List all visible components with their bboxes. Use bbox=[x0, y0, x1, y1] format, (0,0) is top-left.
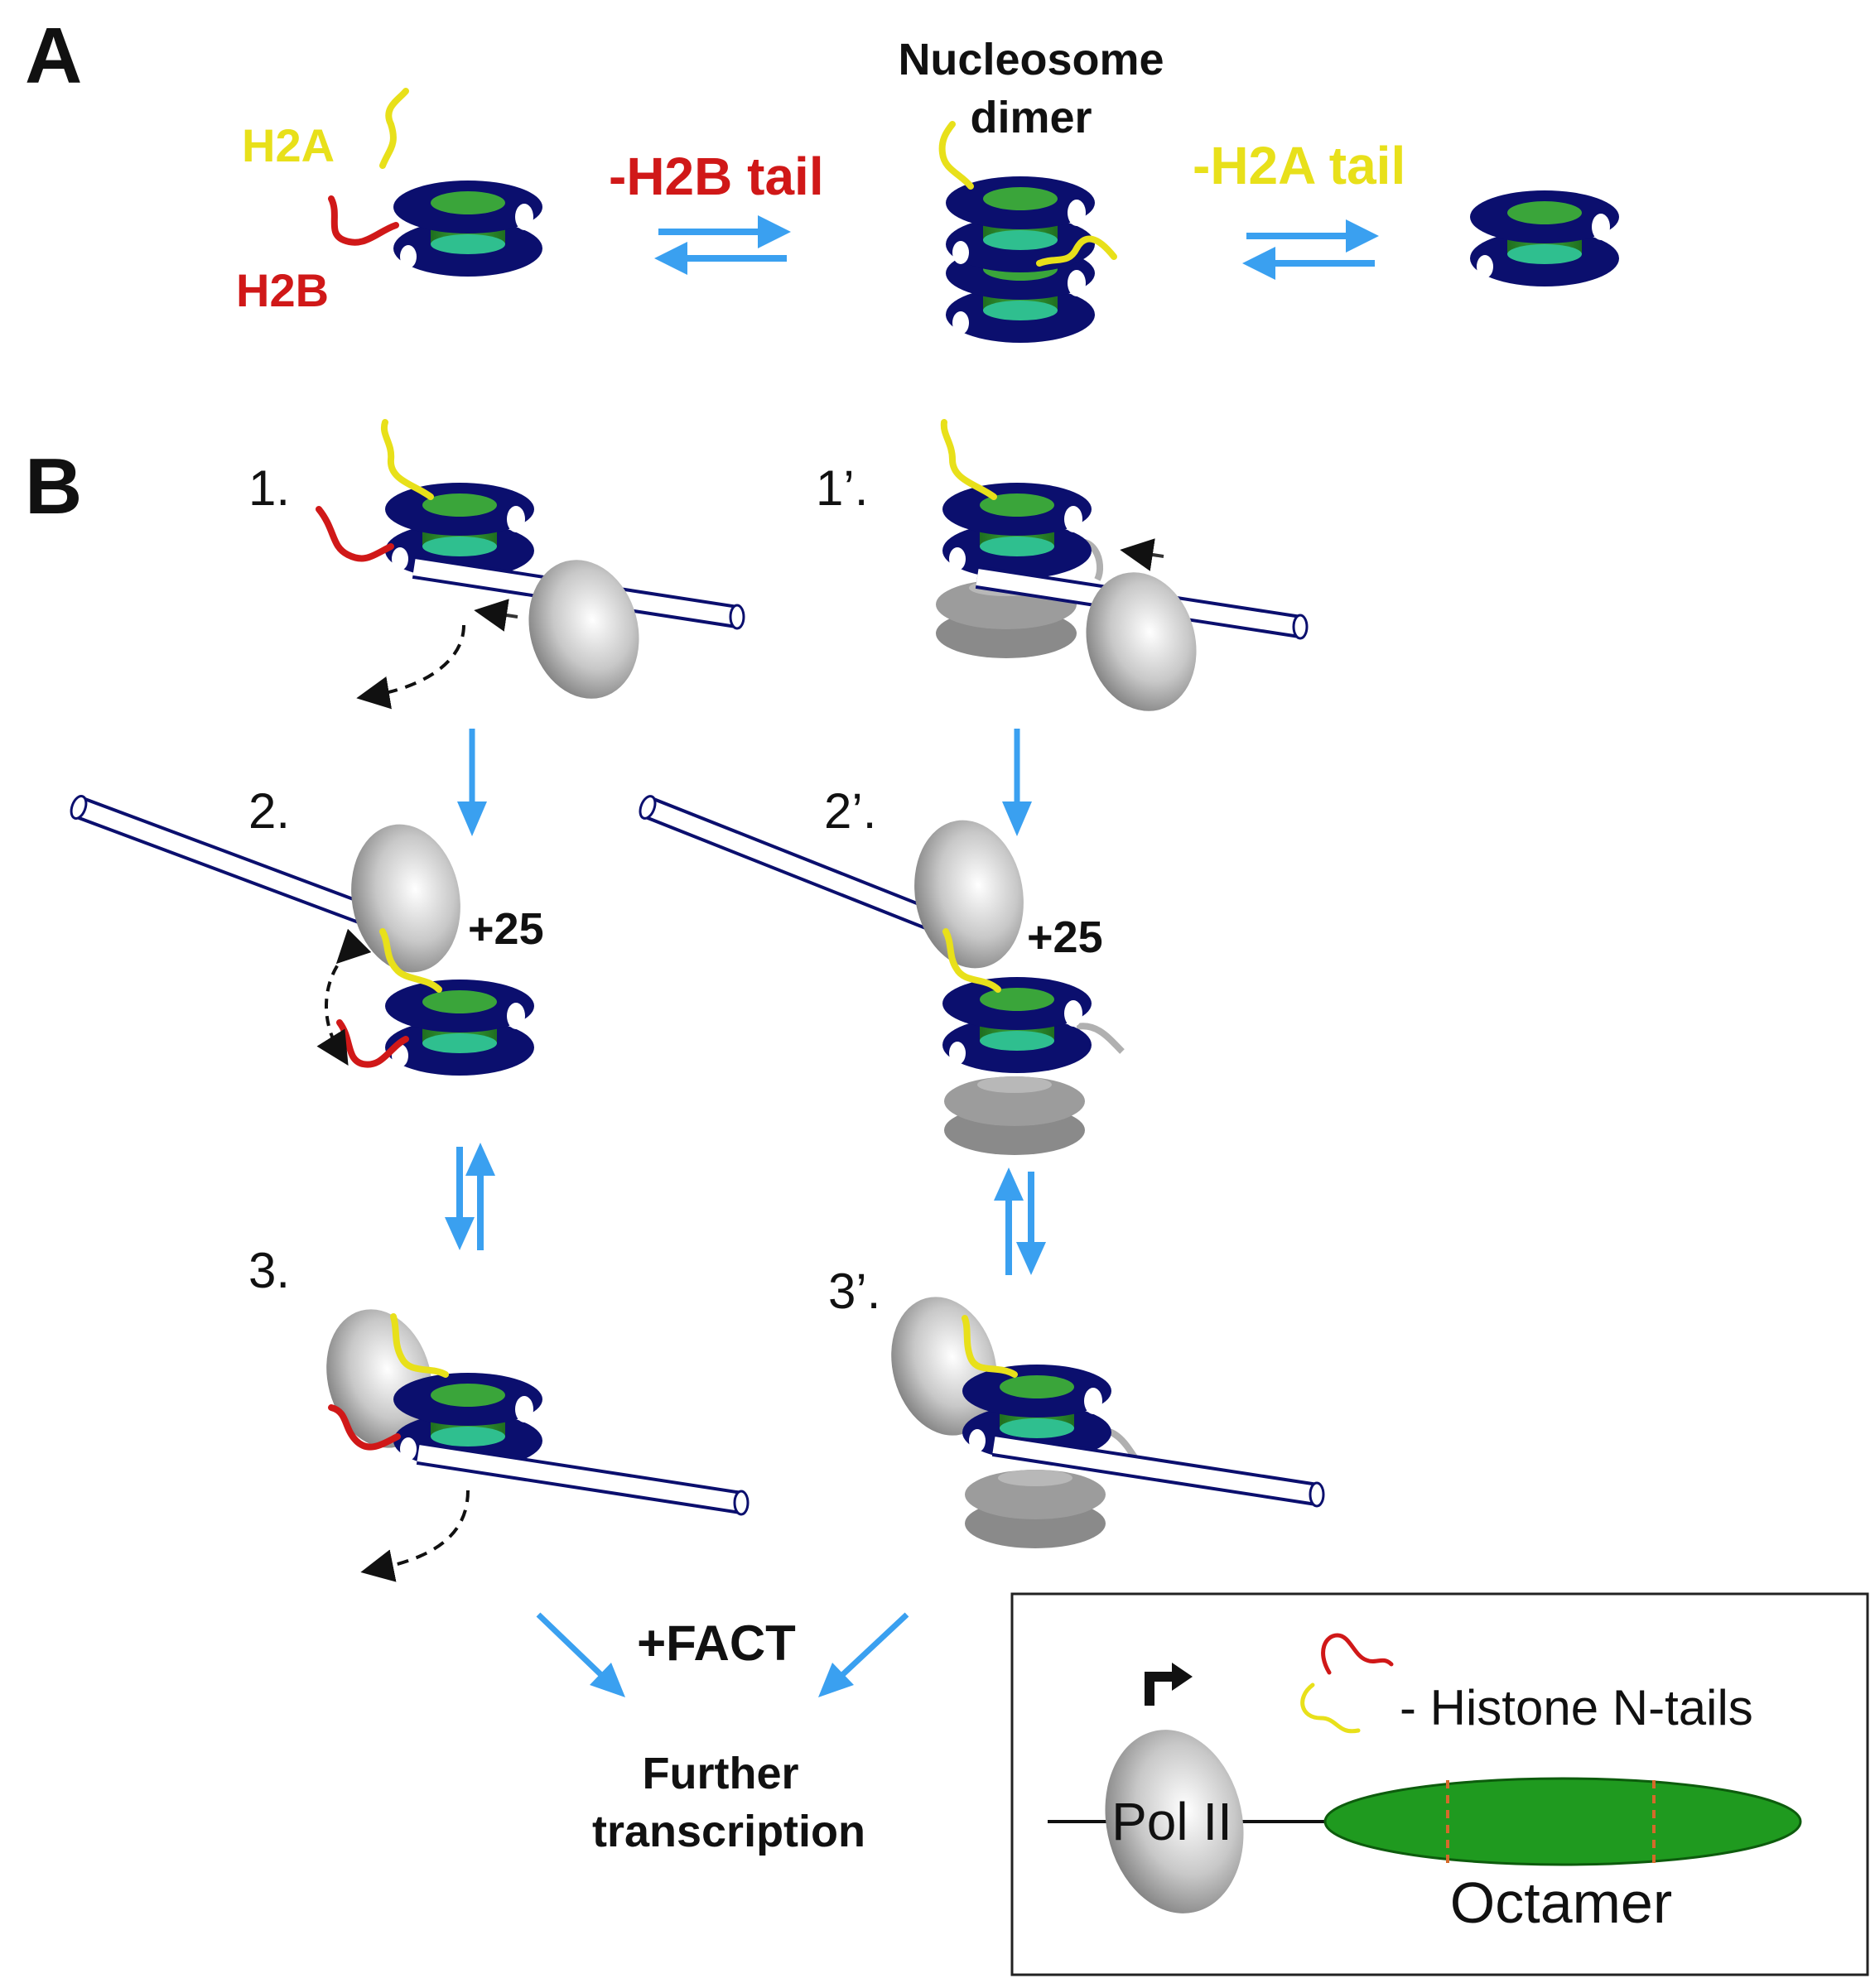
h2a-tail-a-left bbox=[379, 88, 409, 169]
step-2-pol-ii bbox=[351, 824, 460, 973]
legend-octamer-label: Octamer bbox=[1450, 1870, 1672, 1935]
step-1-move-arrow bbox=[474, 599, 518, 632]
step-3-dna bbox=[418, 1453, 748, 1514]
step-2-h2a-tail bbox=[379, 928, 442, 993]
step-3-label: 3. bbox=[248, 1243, 290, 1298]
step-1-h2a-tail bbox=[380, 419, 434, 500]
step-2-label: 2. bbox=[248, 783, 290, 839]
step-2-dashed-arrow bbox=[316, 928, 372, 1066]
nucleosome-dimer bbox=[946, 176, 1095, 343]
nucleosome-a-right bbox=[1470, 190, 1619, 286]
h2b-tail-a-left bbox=[328, 195, 399, 246]
step-2p-grey-dna bbox=[1076, 1023, 1125, 1054]
equilibrium-2-3 bbox=[445, 1143, 495, 1250]
legend-pol-ii bbox=[1105, 1730, 1244, 1913]
h2b-label: H2B bbox=[236, 264, 329, 316]
dimer-label-line2: dimer bbox=[970, 93, 1092, 142]
minus-h2b-tail-label: -H2B tail bbox=[609, 147, 824, 206]
minus-h2a-tail-label: -H2A tail bbox=[1193, 136, 1405, 195]
arrow-3p-to-further bbox=[818, 1612, 909, 1697]
step-1p-move-arrow bbox=[1120, 538, 1164, 571]
legend-yellow-tail-icon bbox=[1300, 1682, 1361, 1734]
step-1p-h2a-tail bbox=[940, 419, 997, 500]
panel-label-a: A bbox=[25, 12, 82, 100]
further-line1: Further bbox=[643, 1749, 799, 1798]
step-2p-pol-ii bbox=[914, 820, 1024, 969]
legend-octamer bbox=[1323, 1777, 1802, 1866]
nucleosome-a-left bbox=[393, 181, 542, 277]
step-3p-label: 3’. bbox=[828, 1264, 880, 1319]
step-3-h2a-tail bbox=[390, 1313, 449, 1378]
equilibrium-arrows-a2 bbox=[1242, 219, 1379, 280]
tss-arrow-icon bbox=[1145, 1672, 1176, 1706]
arrow-1-to-2 bbox=[457, 729, 487, 836]
panel-label-b: B bbox=[25, 442, 82, 531]
arrow-1p-to-2p bbox=[1002, 729, 1032, 836]
legend-red-tail-icon bbox=[1321, 1633, 1394, 1675]
step-2p-plus25: +25 bbox=[1027, 912, 1103, 962]
h2a-label: H2A bbox=[242, 119, 335, 171]
equilibrium-2p-3p bbox=[994, 1167, 1046, 1275]
step-3-dashed-arrow bbox=[360, 1490, 470, 1582]
step-1p-nucleosome bbox=[942, 483, 1092, 579]
step-1-label: 1. bbox=[248, 460, 290, 516]
h2a-tail-dimer-mid bbox=[1036, 235, 1117, 267]
step-3p-grey bbox=[965, 1470, 1106, 1548]
step-3p-h2a-tail bbox=[962, 1315, 1018, 1378]
dimer-label-line1: Nucleosome bbox=[898, 35, 1164, 84]
arrow-3-to-further bbox=[536, 1612, 625, 1697]
legend-box bbox=[1010, 1592, 1869, 1976]
step-2p-label: 2’. bbox=[824, 783, 876, 839]
step-2-dna bbox=[70, 795, 393, 935]
step-2-plus25: +25 bbox=[468, 904, 544, 954]
step-2p-dna bbox=[639, 795, 945, 935]
step-2p-nucleosome bbox=[942, 977, 1092, 1073]
legend-pol-ii-label: Pol II bbox=[1111, 1792, 1232, 1851]
legend-tails-label: - Histone N-tails bbox=[1400, 1680, 1753, 1735]
h2a-tail-dimer-top bbox=[938, 121, 974, 190]
step-2-nucleosome bbox=[385, 980, 534, 1076]
step-3-h2b-tail bbox=[328, 1404, 401, 1451]
step-1p-label: 1’. bbox=[816, 460, 868, 516]
step-1-h2b-tail bbox=[316, 506, 394, 562]
further-line2: transcription bbox=[592, 1807, 865, 1856]
step-2p-h2a-tail bbox=[942, 928, 1001, 993]
step-2p-grey bbox=[944, 1076, 1085, 1155]
fact-label: +FACT bbox=[637, 1615, 796, 1671]
step-1p-pol-ii bbox=[1086, 572, 1197, 711]
step-1-dashed-arrow bbox=[356, 624, 465, 710]
step-1-pol-ii bbox=[528, 560, 639, 699]
equilibrium-arrows-a1 bbox=[654, 215, 791, 275]
